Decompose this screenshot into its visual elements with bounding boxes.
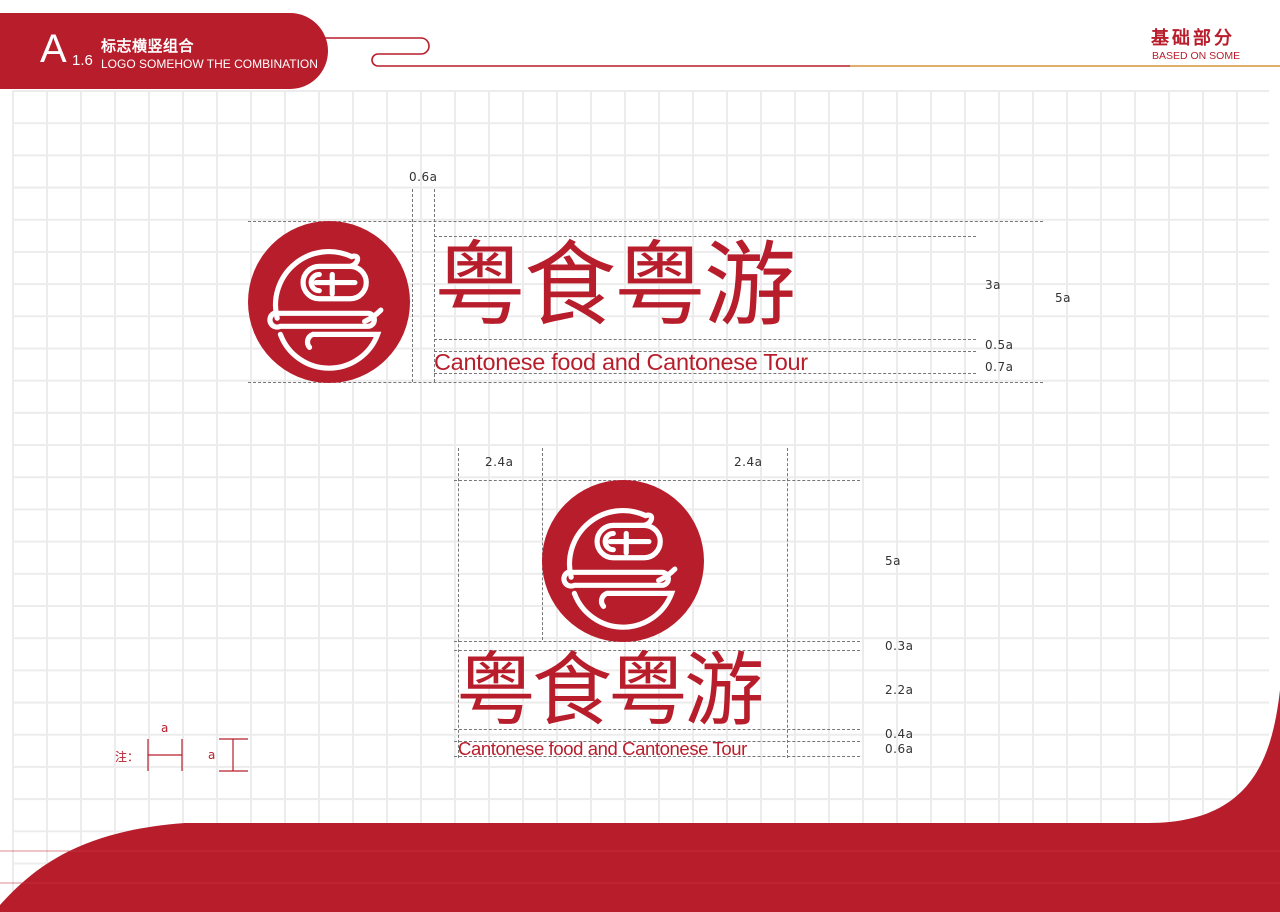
note-prefix: 注：: [115, 750, 140, 764]
dim-gap-label: 0.6a: [409, 170, 438, 184]
guide-cn-bottom: [434, 339, 976, 340]
section-letter: A: [40, 27, 67, 71]
brand-name-en-vertical: Cantonese food and Cantonese Tour: [458, 738, 747, 759]
dim-cn-height-v-label: 2.2a: [885, 683, 914, 697]
dim-total-height-label: 5a: [1055, 291, 1071, 305]
section-category-en: BASED ON SOME: [1152, 50, 1241, 62]
logo-emblem-vertical-icon: [542, 480, 704, 642]
brand-name-en: Cantonese food and Cantonese Tour: [434, 349, 808, 375]
dim-right-margin-label: 2.4a: [734, 455, 763, 469]
header-section-tab: [0, 13, 328, 89]
note-unit-horizontal: a: [161, 721, 169, 735]
guide-v-emblem-bottom: [454, 641, 860, 642]
brand-name-cn-vertical: 粤食粤游: [456, 644, 764, 737]
page-title-cn: 标志横竖组合: [101, 37, 195, 55]
dim-left-margin-label: 2.4a: [485, 455, 514, 469]
dim-en-height-v-label: 0.6a: [885, 742, 914, 756]
dim-en-height-label: 0.7a: [985, 360, 1014, 374]
dim-gap-top-label: 0.3a: [885, 639, 914, 653]
section-number: 1.6: [72, 52, 93, 69]
section-category-cn: 基础部分: [1151, 28, 1235, 49]
dim-cn-height-label: 3a: [985, 278, 1001, 292]
guide-v-en-bottom: [454, 756, 860, 757]
dim-text-gap-v-label: 0.4a: [885, 727, 914, 741]
guide-v-cn-bottom: [454, 729, 860, 730]
guide-v-cn-top: [454, 650, 860, 651]
brand-name-cn: 粤食粤游: [434, 232, 796, 339]
guide-v-right: [787, 448, 788, 758]
unit-measure-icon: [147, 738, 248, 772]
guide-v-left: [458, 448, 459, 758]
page-title-en: LOGO SOMEHOW THE COMBINATION: [101, 57, 318, 71]
guide-top: [248, 221, 1043, 222]
guide-bottom: [248, 382, 1043, 383]
note-unit-vertical: a: [208, 748, 216, 762]
guide-gap-left: [412, 189, 413, 382]
logo-emblem-icon: [248, 221, 410, 383]
guide-en-top: [434, 351, 976, 352]
guide-v-top: [454, 480, 860, 481]
guide-gap-right: [434, 189, 435, 382]
guide-en-bottom: [434, 373, 976, 374]
guide-v-emblem-left: [542, 448, 543, 640]
guide-v-en-top: [454, 741, 860, 742]
guide-cn-top: [434, 236, 976, 237]
dim-emblem-height-label: 5a: [885, 554, 901, 568]
dim-text-gap-label: 0.5a: [985, 338, 1014, 352]
